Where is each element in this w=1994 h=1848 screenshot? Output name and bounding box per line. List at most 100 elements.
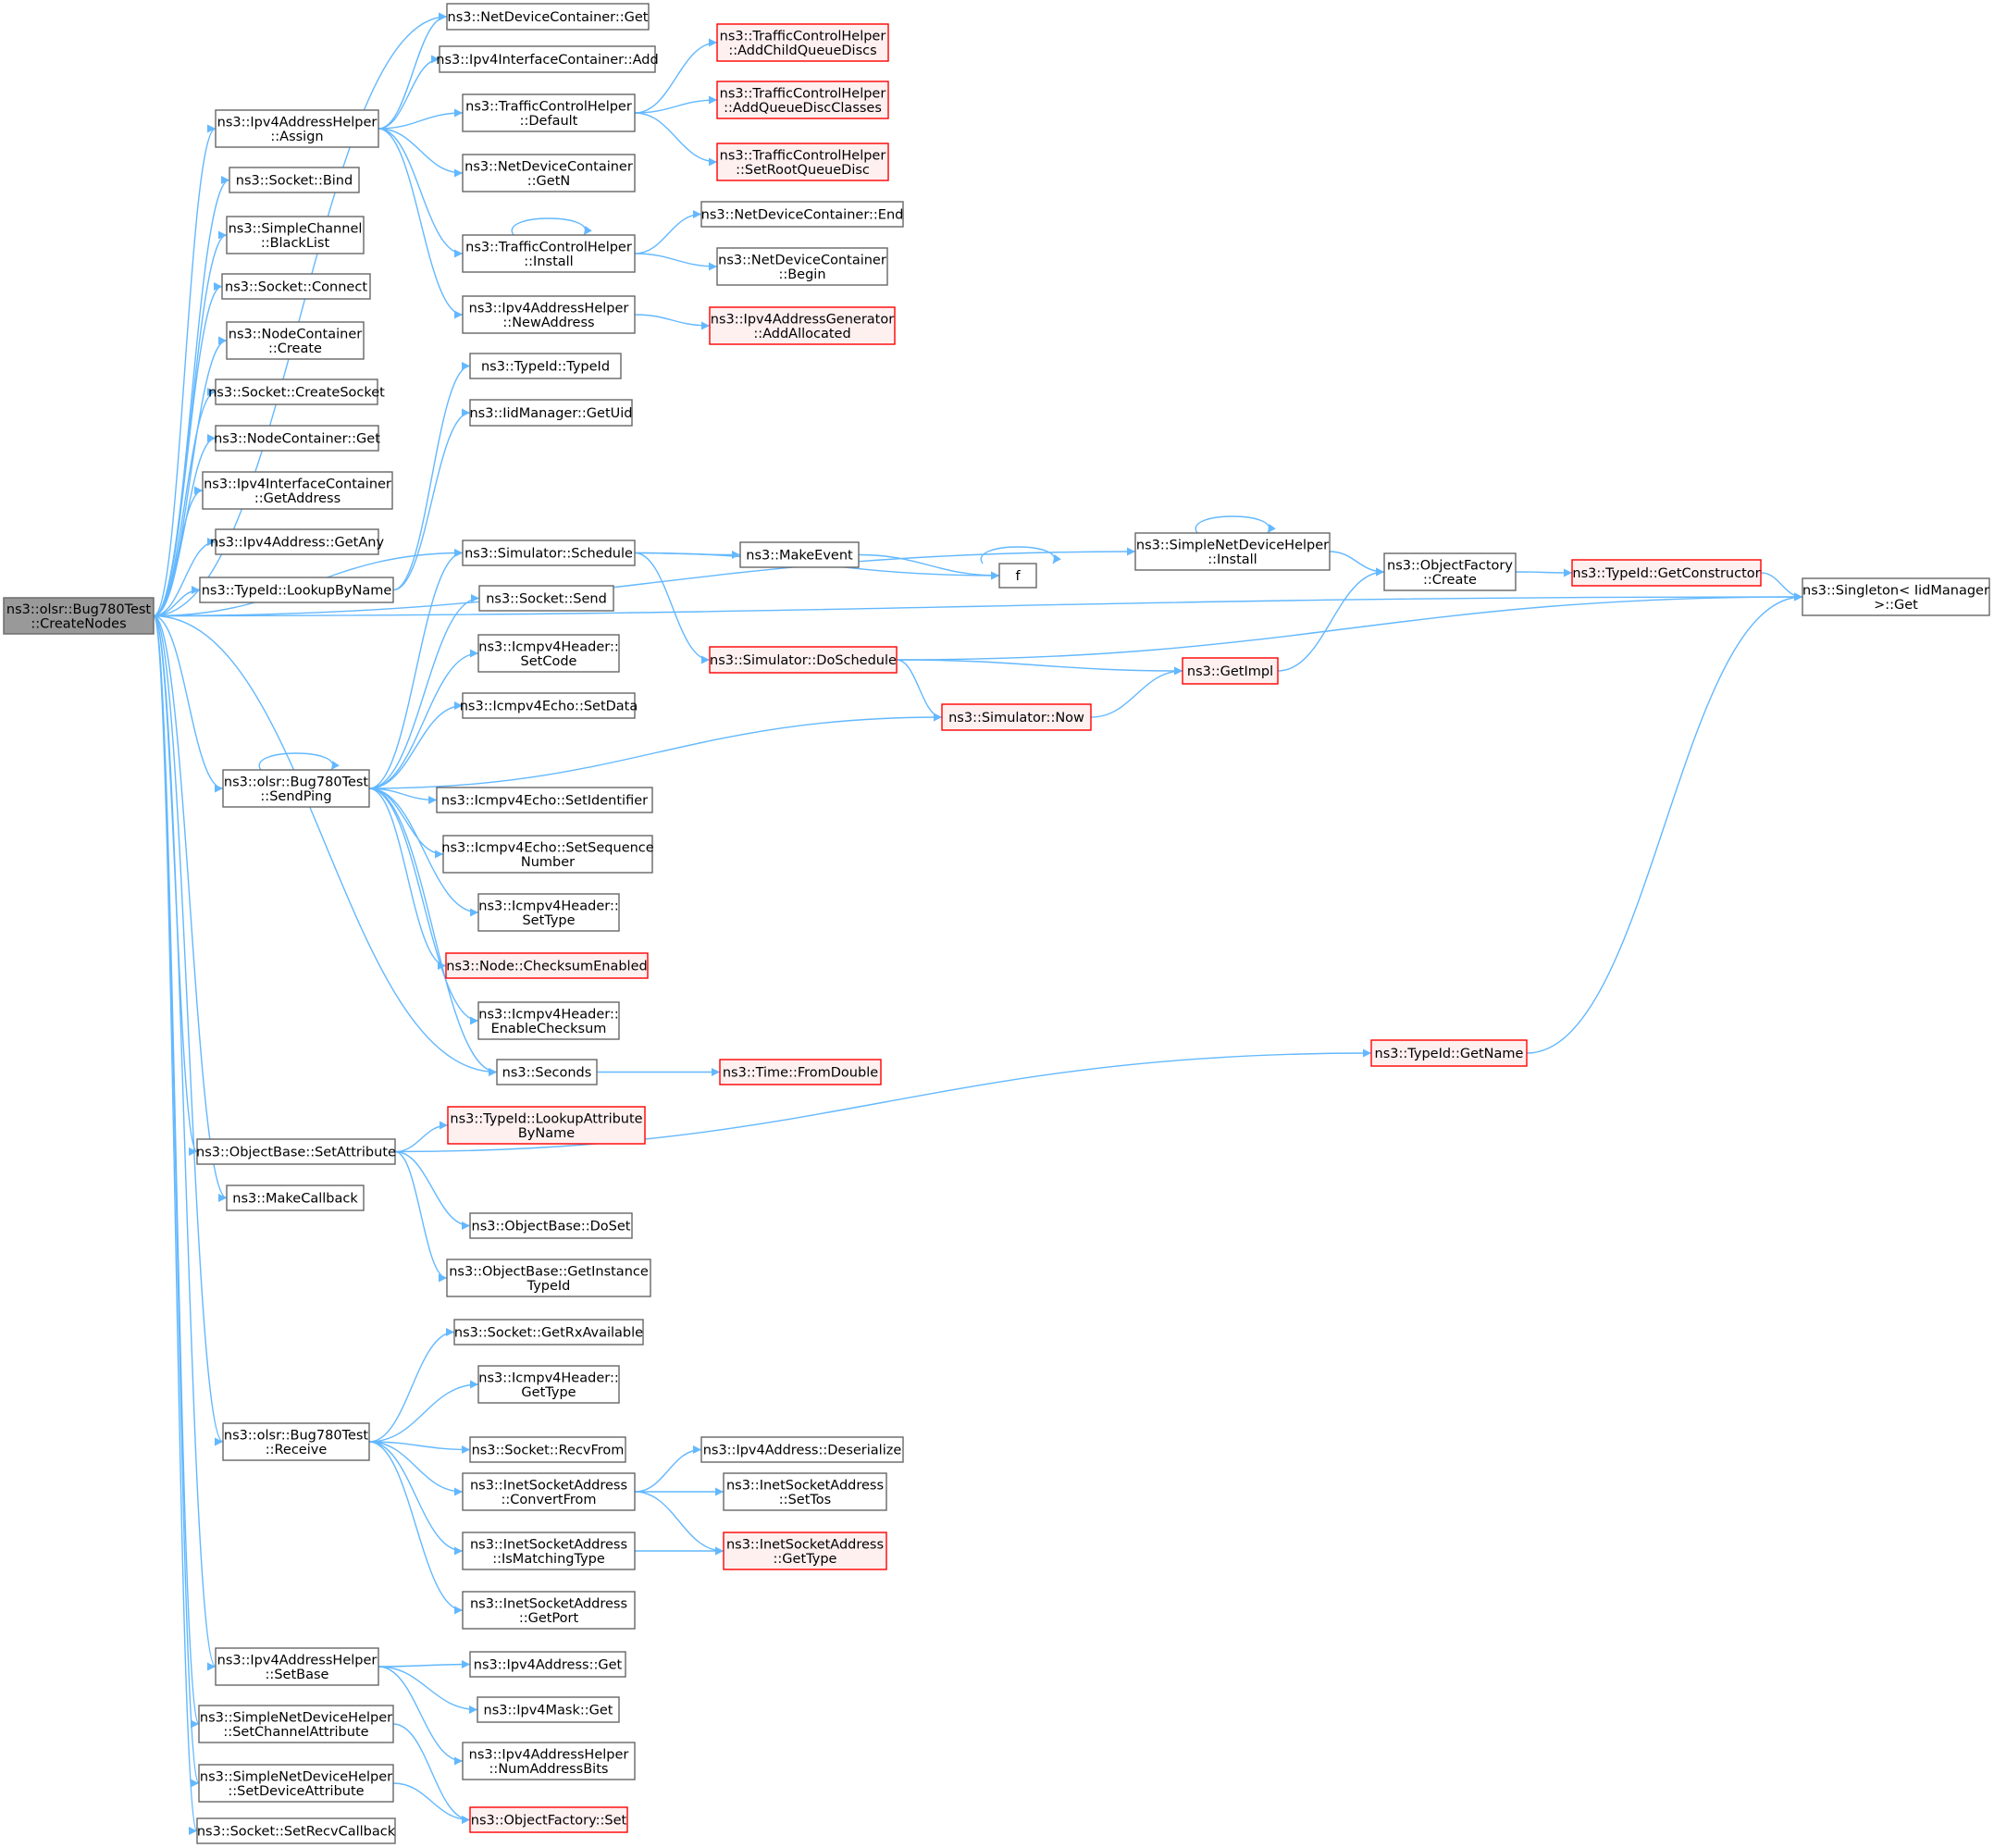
node-typeid-getconstructor[interactable]: ns3::TypeId::GetConstructor bbox=[1571, 559, 1762, 587]
node-label: ::Install bbox=[1208, 552, 1257, 567]
node-sndh-setchannelattr[interactable]: ns3::SimpleNetDeviceHelper::SetChannelAt… bbox=[198, 1705, 394, 1743]
node-icmph-setcode[interactable]: ns3::Icmpv4Header::SetCode bbox=[477, 634, 620, 673]
node-isa-getport[interactable]: ns3::InetSocketAddress::GetPort bbox=[462, 1591, 636, 1630]
node-tch-addclasses[interactable]: ns3::TrafficControlHelper::AddQueueDiscC… bbox=[716, 81, 889, 119]
node-nc-get[interactable]: ns3::NodeContainer::Get bbox=[214, 425, 380, 452]
node-label: ns3::Icmpv4Header:: bbox=[478, 1370, 618, 1385]
edge-root-to-iah-assign bbox=[153, 124, 217, 617]
node-iic-getaddress[interactable]: ns3::Ipv4InterfaceContainer::GetAddress bbox=[202, 471, 393, 510]
edge-sim-doschedule-to-getimpl bbox=[896, 659, 1183, 676]
node-label: ns3::ObjectBase::DoSet bbox=[472, 1220, 631, 1234]
node-sndh-install[interactable]: ns3::SimpleNetDeviceHelper::Install bbox=[1134, 532, 1331, 571]
node-icmpe-setidentifier[interactable]: ns3::Icmpv4Echo::SetIdentifier bbox=[436, 787, 653, 813]
node-isa-ismatching[interactable]: ns3::InetSocketAddress::IsMatchingType bbox=[462, 1532, 636, 1570]
node-label: ns3::InetSocketAddress bbox=[470, 1478, 627, 1493]
node-socket-connect[interactable]: ns3::Socket::Connect bbox=[221, 273, 371, 300]
node-ndc-getn[interactable]: ns3::NetDeviceContainer::GetN bbox=[462, 154, 636, 192]
edge-bug-sendping-to-icmpe-setdata bbox=[368, 701, 464, 789]
node-of-create[interactable]: ns3::ObjectFactory::Create bbox=[1383, 552, 1517, 591]
edge-iah-assign-to-tch-install bbox=[378, 128, 464, 258]
node-iah-newaddress[interactable]: ns3::Ipv4AddressHelper::NewAddress bbox=[462, 295, 636, 334]
node-root[interactable]: ns3::olsr::Bug780Test::CreateNodes bbox=[3, 597, 155, 635]
edge-bug-receive-to-isa-getport bbox=[368, 1441, 464, 1615]
node-label: ns3::InetSocketAddress bbox=[726, 1478, 884, 1493]
node-sc-blacklist[interactable]: ns3::SimpleChannel::BlackList bbox=[226, 216, 365, 254]
node-isa-convertfrom[interactable]: ns3::InetSocketAddress::ConvertFrom bbox=[462, 1472, 636, 1511]
node-typeid-getname[interactable]: ns3::TypeId::GetName bbox=[1370, 1039, 1528, 1067]
node-box bbox=[226, 321, 365, 360]
node-sim-doschedule[interactable]: ns3::Simulator::DoSchedule bbox=[709, 646, 898, 674]
edge-bug-receive-to-isa-ismatching bbox=[368, 1441, 464, 1556]
node-isa-gettype[interactable]: ns3::InetSocketAddress::GetType bbox=[723, 1532, 887, 1570]
node-label: ns3::TrafficControlHelper bbox=[465, 240, 632, 254]
node-label: SetCode bbox=[521, 654, 577, 669]
node-ob-setattribute[interactable]: ns3::ObjectBase::SetAttribute bbox=[196, 1138, 396, 1165]
node-node-checksum[interactable]: ns3::Node::ChecksumEnabled bbox=[445, 952, 649, 979]
node-iah-numaddressbits[interactable]: ns3::Ipv4AddressHelper::NumAddressBits bbox=[462, 1742, 636, 1780]
node-icmph-gettype[interactable]: ns3::Icmpv4Header::GetType bbox=[477, 1365, 620, 1404]
node-socket-send[interactable]: ns3::Socket::Send bbox=[478, 585, 614, 612]
node-time-fromdouble[interactable]: ns3::Time::FromDouble bbox=[719, 1059, 882, 1085]
node-ipv4-deserialize[interactable]: ns3::Ipv4Address::Deserialize bbox=[700, 1436, 904, 1463]
node-box bbox=[229, 167, 360, 193]
node-iah-setbase[interactable]: ns3::Ipv4AddressHelper::SetBase bbox=[215, 1647, 379, 1686]
node-makecallback[interactable]: ns3::MakeCallback bbox=[226, 1184, 365, 1211]
node-iidm-getuid[interactable]: ns3::IidManager::GetUid bbox=[469, 399, 633, 427]
edge-typeid-lookupbyname-to-typeid-typeid bbox=[392, 362, 471, 591]
node-singleton-get[interactable]: ns3::Singleton< IidManager >::Get bbox=[1802, 577, 1990, 616]
node-box bbox=[198, 1705, 394, 1743]
node-socket-bind[interactable]: ns3::Socket::Bind bbox=[229, 167, 360, 193]
node-ndc-end[interactable]: ns3::NetDeviceContainer::End bbox=[700, 201, 904, 228]
node-getimpl[interactable]: ns3::GetImpl bbox=[1182, 657, 1279, 685]
node-tch-setroot[interactable]: ns3::TrafficControlHelper::SetRootQueueD… bbox=[716, 143, 889, 181]
node-label: ns3::Socket::SetRecvCallback bbox=[197, 1825, 396, 1840]
node-ndc-get[interactable]: ns3::NetDeviceContainer::Get bbox=[446, 3, 650, 31]
node-icmph-settype[interactable]: ns3::Icmpv4Header::SetType bbox=[477, 893, 620, 932]
node-socket-getrxavailable[interactable]: ns3::Socket::GetRxAvailable bbox=[453, 1319, 644, 1346]
edge-bug-sendping-to-node-checksum bbox=[368, 788, 447, 970]
node-sim-now[interactable]: ns3::Simulator::Now bbox=[941, 703, 1092, 731]
node-box bbox=[215, 109, 379, 148]
node-ipv4-getany[interactable]: ns3::Ipv4Address::GetAny bbox=[210, 528, 384, 555]
node-label: ns3::TrafficControlHelper bbox=[720, 29, 886, 43]
node-iic-add[interactable]: ns3::Ipv4InterfaceContainer::Add bbox=[436, 45, 659, 73]
node-tch-install[interactable]: ns3::TrafficControlHelper::Install bbox=[462, 234, 636, 273]
node-seconds[interactable]: ns3::Seconds bbox=[496, 1059, 598, 1085]
node-label: ns3::Ipv4AddressGenerator bbox=[711, 312, 894, 327]
node-iah-assign[interactable]: ns3::Ipv4AddressHelper::Assign bbox=[215, 109, 379, 148]
edge-root-to-iic-getaddress bbox=[153, 486, 204, 617]
node-makeevent[interactable]: ns3::MakeEvent bbox=[739, 541, 860, 568]
node-box bbox=[700, 1436, 904, 1463]
node-ob-doset[interactable]: ns3::ObjectBase::DoSet bbox=[469, 1212, 633, 1239]
edge-sim-schedule-to-sim-doschedule bbox=[634, 552, 711, 664]
node-typeid-typeid[interactable]: ns3::TypeId::TypeId bbox=[469, 353, 622, 379]
node-icmpe-setdata[interactable]: ns3::Icmpv4Echo::SetData bbox=[460, 692, 638, 719]
edge-iah-setbase-to-ipv4-get bbox=[378, 1660, 471, 1669]
node-tch-default[interactable]: ns3::TrafficControlHelper::Default bbox=[462, 93, 636, 132]
node-nc-create[interactable]: ns3::NodeContainer::Create bbox=[226, 321, 365, 360]
node-f[interactable]: f bbox=[998, 563, 1037, 589]
node-socket-recvfrom[interactable]: ns3::Socket::RecvFrom bbox=[469, 1436, 626, 1463]
node-ipv4-get[interactable]: ns3::Ipv4Address::Get bbox=[469, 1651, 626, 1678]
node-bug-receive[interactable]: ns3::olsr::Bug780Test::Receive bbox=[222, 1422, 370, 1461]
node-icmph-enablechecksum[interactable]: ns3::Icmpv4Header::EnableChecksum bbox=[477, 1001, 620, 1040]
node-sndh-setdeviceattr[interactable]: ns3::SimpleNetDeviceHelper::SetDeviceAtt… bbox=[198, 1764, 394, 1803]
node-socket-setrecvcallback[interactable]: ns3::Socket::SetRecvCallback bbox=[196, 1817, 396, 1844]
node-typeid-lookupbyname[interactable]: ns3::TypeId::LookupByName bbox=[199, 577, 394, 603]
node-iag-addallocated[interactable]: ns3::Ipv4AddressGenerator::AddAllocated bbox=[709, 306, 896, 345]
node-label: ::SetDeviceAttribute bbox=[228, 1784, 364, 1799]
node-sim-schedule[interactable]: ns3::Simulator::Schedule bbox=[462, 540, 636, 566]
node-of-set[interactable]: ns3::ObjectFactory::Set bbox=[469, 1806, 628, 1833]
node-bug-sendping[interactable]: ns3::olsr::Bug780Test::SendPing bbox=[222, 769, 370, 808]
node-label: ::SetTos bbox=[779, 1493, 831, 1507]
node-label: ::CreateNodes bbox=[31, 616, 126, 631]
node-socket-createsocket[interactable]: ns3::Socket::CreateSocket bbox=[208, 378, 385, 405]
node-tch-addchild[interactable]: ns3::TrafficControlHelper::AddChildQueue… bbox=[716, 23, 889, 62]
node-label: ::AddChildQueueDiscs bbox=[728, 43, 876, 58]
node-ndc-begin[interactable]: ns3::NetDeviceContainer::Begin bbox=[716, 247, 888, 286]
node-ipv4mask-get[interactable]: ns3::Ipv4Mask::Get bbox=[477, 1696, 620, 1723]
node-isa-settos[interactable]: ns3::InetSocketAddress::SetTos bbox=[723, 1472, 887, 1511]
